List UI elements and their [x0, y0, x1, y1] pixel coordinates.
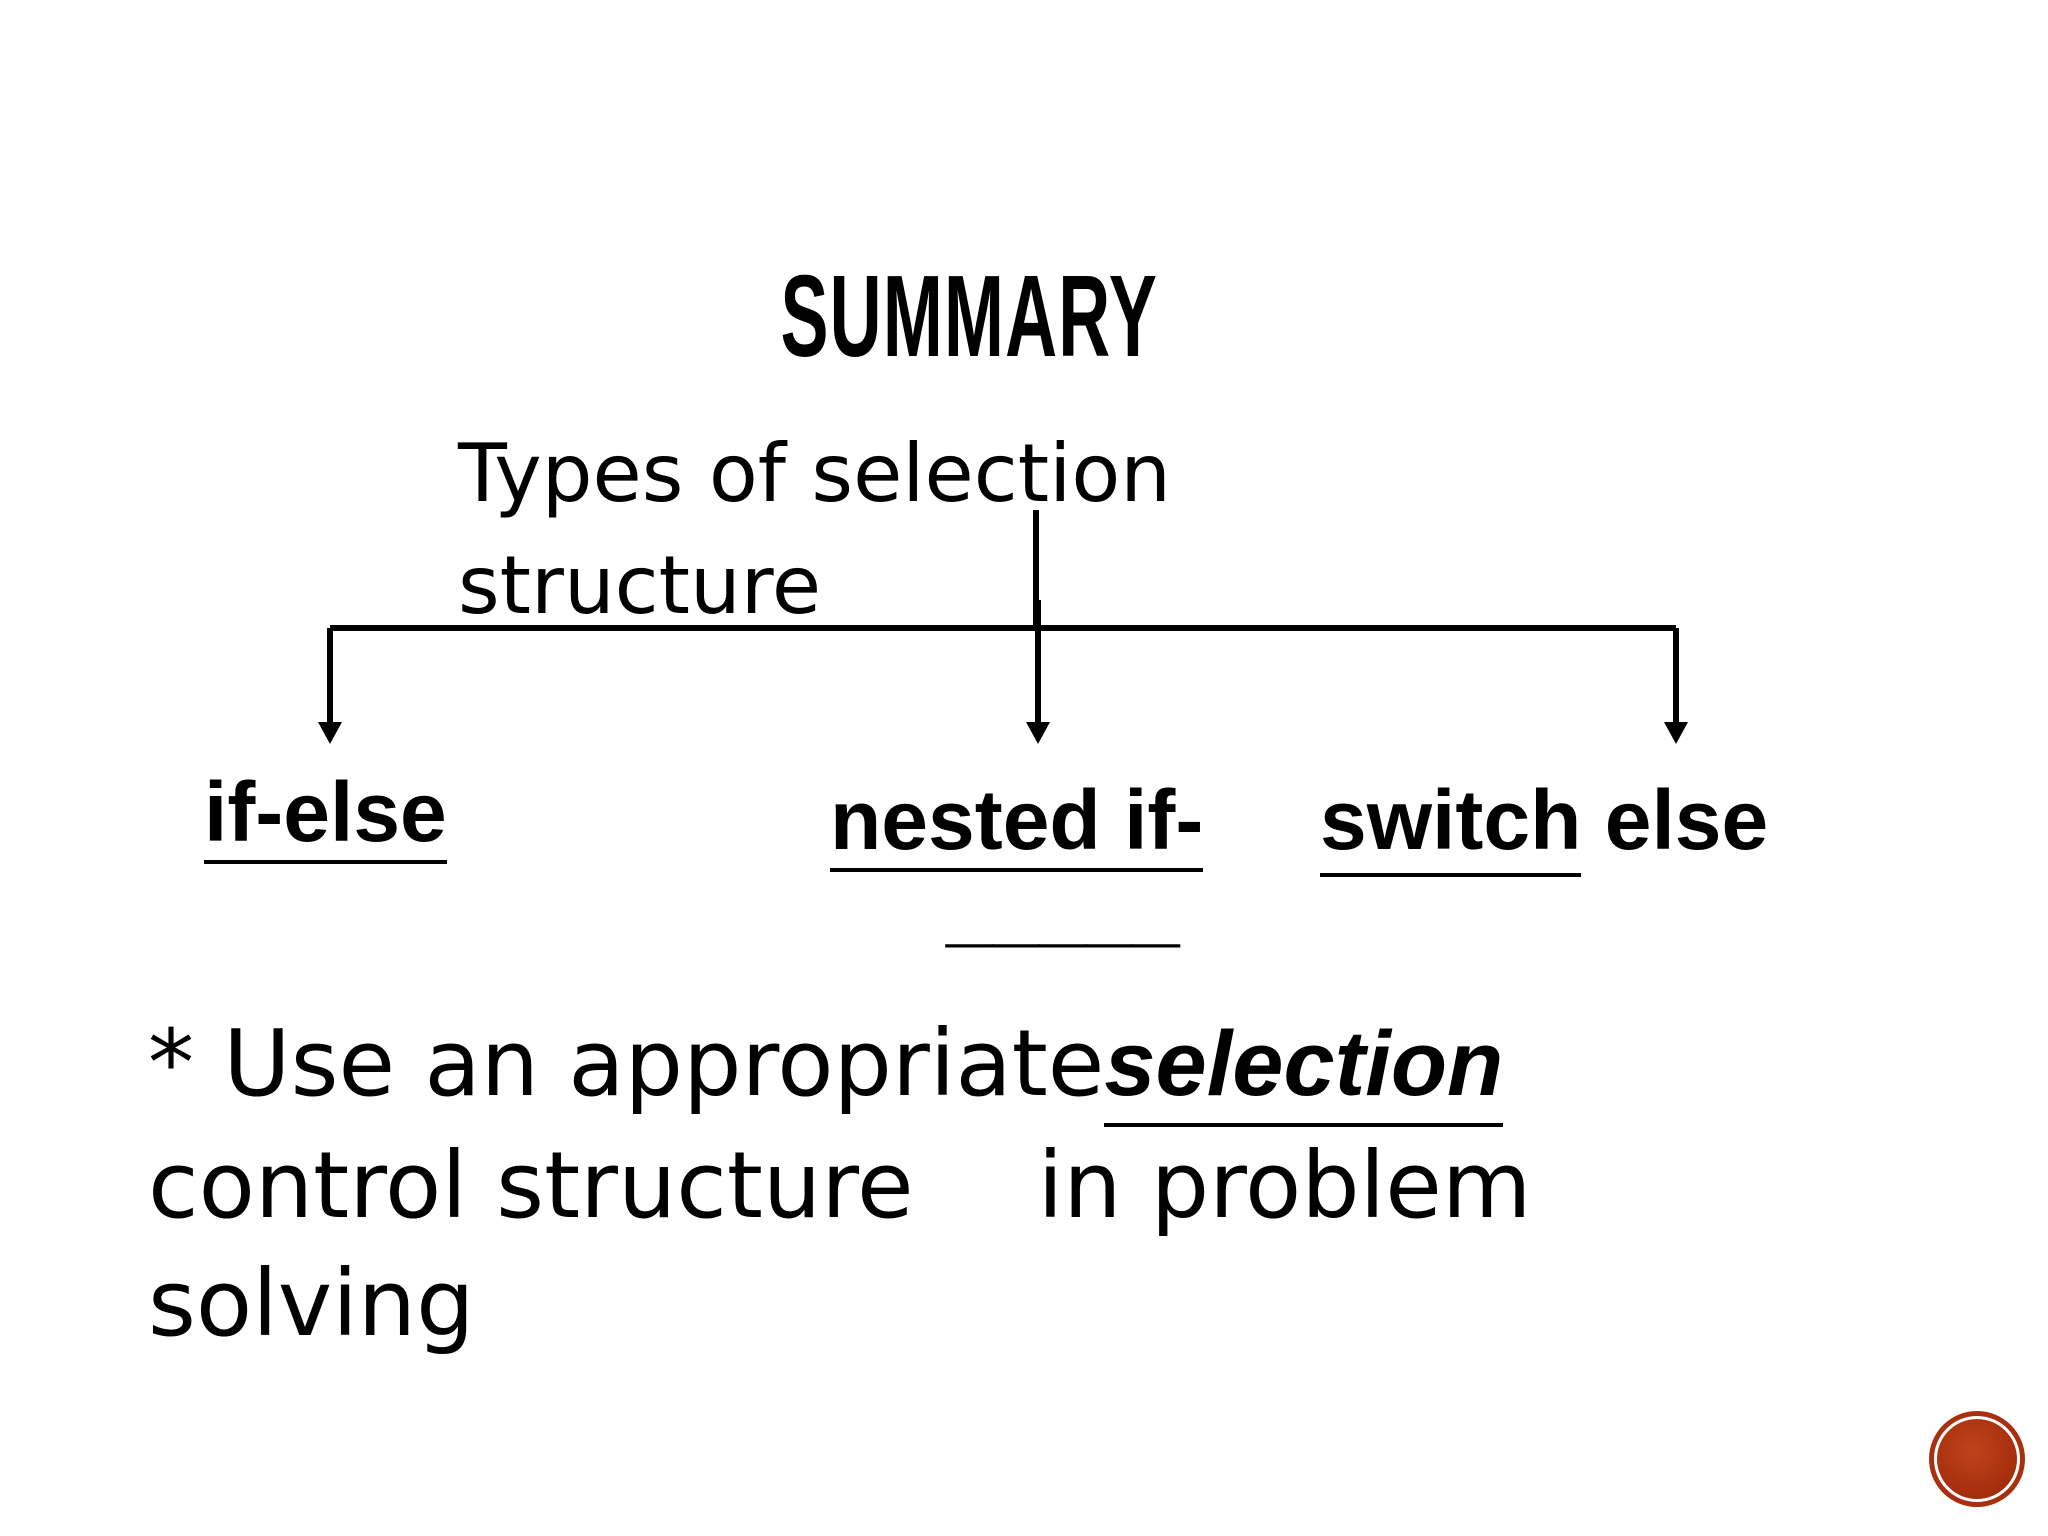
takeaway-part1: Use an appropriate [194, 1010, 1105, 1117]
diagram-root-line2: structure [458, 539, 822, 632]
arrowhead-right [1664, 722, 1688, 744]
takeaway-text: * Use an appropriate selection control s… [148, 1005, 1708, 1363]
node-nested-if-else: nested if- [830, 778, 1204, 872]
takeaway-line2: control structure in problem [148, 1127, 1708, 1245]
node-switch-label: switch [1320, 773, 1582, 877]
arrowhead-left [318, 722, 342, 744]
diagram-root-line1: Types of selection [458, 427, 1171, 520]
node-nested-if-else-continuation: _____ [946, 861, 1180, 955]
takeaway-keyword: selection [1104, 1005, 1504, 1127]
node-switch-trailing: else [1581, 773, 1769, 867]
slide-number-badge [1934, 1416, 2020, 1502]
diagram-root-label: Types of selection structure [458, 418, 1278, 642]
arrowhead-middle [1026, 722, 1050, 744]
slide-title: SUMMARY [780, 251, 1159, 381]
bullet-star: * [148, 1010, 194, 1117]
node-if-else: if-else [204, 770, 447, 864]
takeaway-line1: * Use an appropriate selection [148, 1005, 1708, 1127]
takeaway-part2: control structure [148, 1132, 914, 1239]
takeaway-line3: solving [148, 1250, 475, 1357]
node-switch: switch else [1320, 773, 1768, 877]
takeaway-part3: in problem [1037, 1132, 1532, 1239]
